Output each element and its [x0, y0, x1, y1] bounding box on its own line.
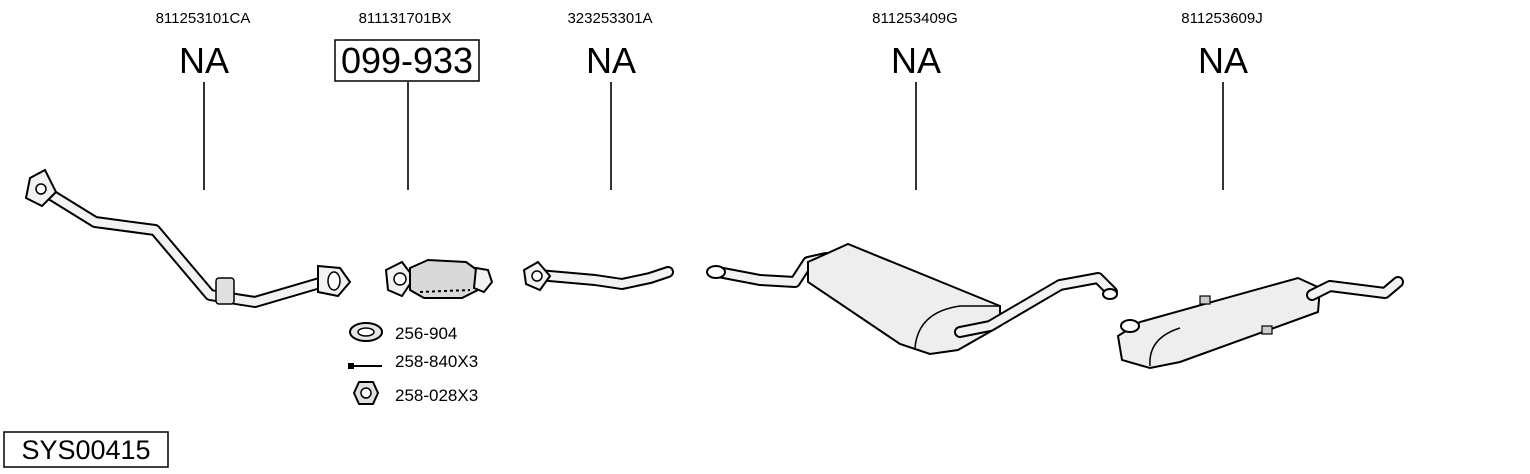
part-4: 811253409G NA [706, 10, 1118, 356]
part-1-code: NA [179, 40, 229, 81]
part-4-oe-number: 811253409G [872, 10, 958, 27]
part-4-code: NA [891, 40, 941, 81]
part-1-oe-number: 811253101CA [156, 10, 251, 27]
hex-nut-icon [352, 381, 380, 405]
accessory-label: 258-028X3 [395, 386, 478, 405]
part-3: 323253301A NA [522, 10, 674, 292]
rear-silencer-icon [1116, 276, 1404, 370]
bolt-icon [348, 363, 382, 369]
front-pipe-icon [24, 168, 352, 308]
system-code: SYS00415 [21, 435, 150, 465]
accessory-label: 256-904 [395, 324, 457, 343]
part-2-code-box [334, 39, 480, 82]
part-2-code: 099-933 [341, 40, 473, 81]
system-code-box: SYS00415 [3, 431, 169, 468]
accessories-list: 256-904 258-840X3 258-028X3 [348, 322, 478, 405]
accessory-label: 258-840X3 [395, 352, 478, 371]
intermediate-pipe-icon [522, 260, 674, 292]
part-5: 811253609J NA [1116, 10, 1404, 370]
part-5-oe-number: 811253609J [1181, 10, 1262, 27]
part-3-oe-number: 323253301A [567, 10, 652, 27]
gasket-ring-icon [349, 322, 383, 342]
accessory-row: 258-840X3 [348, 352, 478, 371]
part-2: 811131701BX 099-933 [334, 10, 494, 299]
center-silencer-icon [706, 242, 1118, 356]
part-3-code: NA [586, 40, 636, 81]
accessory-row: 258-028X3 [352, 381, 478, 405]
part-1: 811253101CA NA [24, 10, 352, 308]
part-5-code: NA [1198, 40, 1248, 81]
accessory-row: 256-904 [349, 322, 457, 343]
catalytic-converter-icon [384, 258, 494, 299]
part-2-oe-number: 811131701BX [359, 10, 452, 27]
